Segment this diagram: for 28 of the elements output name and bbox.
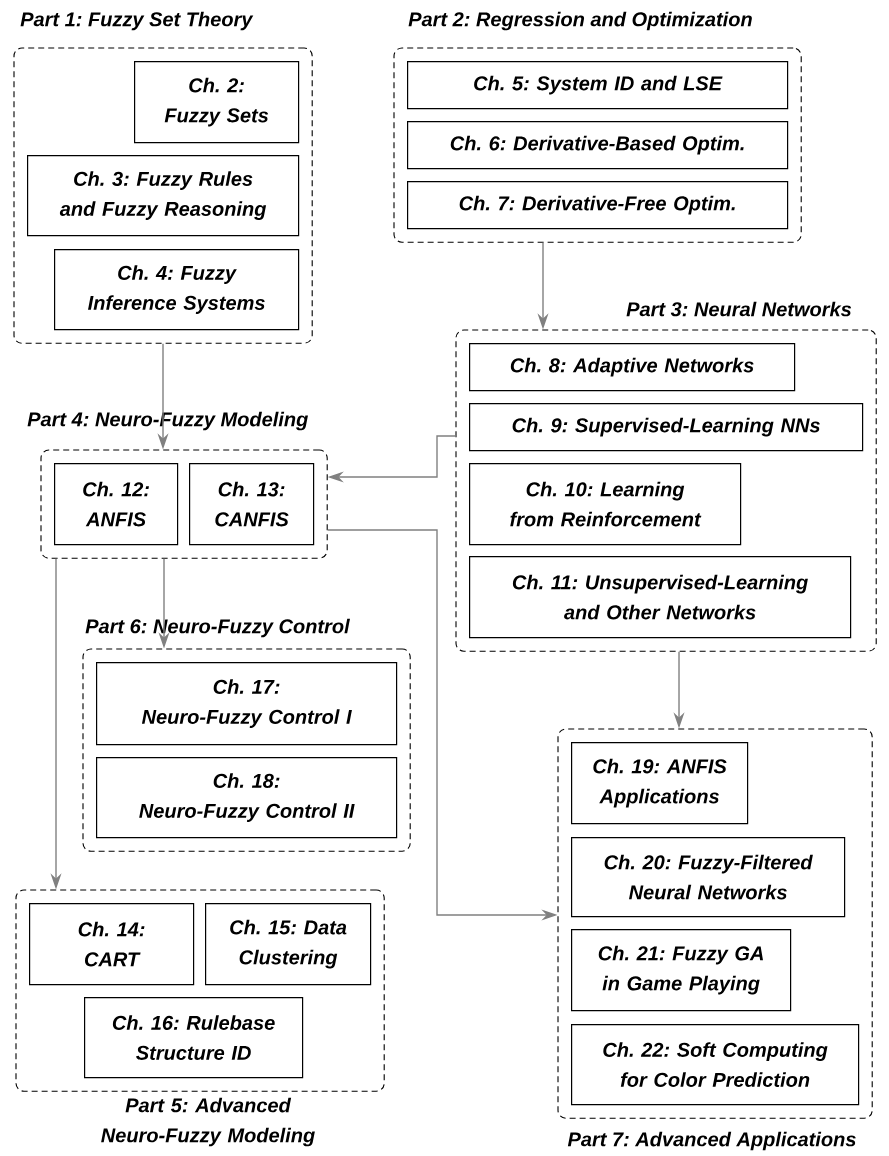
- chapter-box: Ch. 3: Fuzzy Rules and Fuzzy Reasoning: [27, 155, 300, 237]
- chapter-box: Ch. 8: Adaptive Networks: [469, 343, 796, 392]
- chapter-box: Ch. 10: Learning from Reinforcement: [469, 463, 742, 546]
- chapter-box: Ch. 4: Fuzzy Inference Systems: [54, 249, 300, 331]
- chapter-box: Ch. 22: Soft Computing for Color Prediction: [571, 1024, 860, 1106]
- chapter-box: Ch. 14: CART: [29, 903, 195, 986]
- group-heading: Part 4: Neuro-Fuzzy Modeling: [27, 411, 308, 431]
- chapter-box: Ch. 16: Rulebase Structure ID: [84, 997, 304, 1079]
- group-heading: Part 1: Fuzzy Set Theory: [20, 11, 254, 31]
- chapter-box: Ch. 18: Neuro-Fuzzy Control II: [96, 757, 398, 839]
- chapter-box: Ch. 11: Unsupervised-Learning and Other Networks: [469, 556, 852, 639]
- group-heading: Part 5: Advanced Neuro-Fuzzy Modeling: [101, 1097, 315, 1147]
- chapter-box: Ch. 21: Fuzzy GA in Game Playing: [571, 929, 792, 1012]
- group-heading: Part 2: Regression and Optimization: [408, 11, 752, 31]
- chapter-box: Ch. 12: ANFIS: [54, 463, 179, 546]
- group-heading: Part 3: Neural Networks: [626, 301, 852, 317]
- chapter-box: Ch. 9: Supervised-Learning NNs: [469, 403, 864, 452]
- chapter-box: Ch. 15: Data Clustering: [205, 903, 372, 986]
- chapter-box: Ch. 19: ANFIS Applications: [571, 742, 749, 825]
- chapter-box: Ch. 2: Fuzzy Sets: [134, 61, 300, 144]
- chapter-box: Ch. 7: Derivative-Free Optim.: [407, 181, 789, 230]
- chapter-box: Ch. 20: Fuzzy-Filtered Neural Networks: [571, 837, 846, 918]
- chapter-box: Ch. 5: System ID and LSE: [407, 61, 789, 110]
- group-heading: Part 6: Neuro-Fuzzy Control: [85, 618, 350, 638]
- chapter-box: Ch. 6: Derivative-Based Optim.: [407, 121, 789, 170]
- chapter-box: Ch. 17: Neuro-Fuzzy Control I: [96, 662, 398, 746]
- group-heading: Part 7: Advanced Applications: [567, 1131, 856, 1151]
- chapter-box: Ch. 13: CANFIS: [189, 463, 315, 546]
